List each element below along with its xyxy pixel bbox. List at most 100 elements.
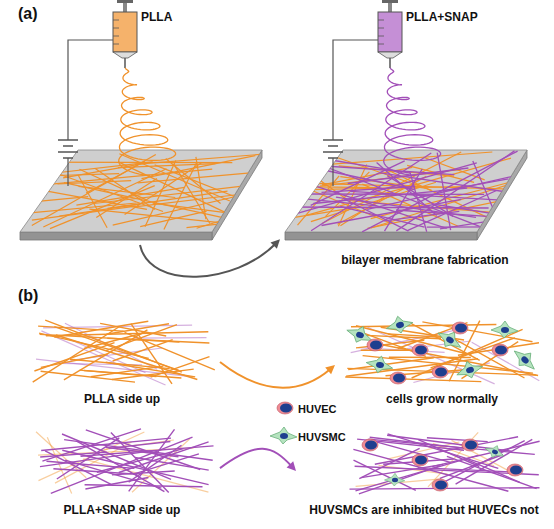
fiber <box>138 172 260 183</box>
battery-symbol <box>58 139 78 141</box>
node-label: PLLA <box>141 10 172 24</box>
cell-body <box>412 454 428 466</box>
cell-nucleus <box>393 373 405 382</box>
fiber <box>77 441 164 491</box>
syringe-tip <box>378 52 402 58</box>
fiber <box>96 179 157 218</box>
syringe-handle <box>382 0 398 3</box>
battery-symbol <box>63 157 73 159</box>
fiber <box>473 161 501 227</box>
endothelial-cell <box>432 366 448 378</box>
flow-arrow <box>220 362 335 388</box>
syringe-ticks <box>113 20 119 44</box>
endothelial-cell <box>412 344 428 356</box>
collector-plate <box>20 150 262 232</box>
endothelial-cell <box>277 402 293 414</box>
cell-body <box>491 321 518 338</box>
fiber <box>134 337 206 339</box>
cell-nucleus <box>392 478 398 483</box>
fiber-mesh <box>345 321 539 382</box>
syringe-handle <box>117 0 133 3</box>
fiber <box>197 209 260 228</box>
fiber-mesh <box>40 429 214 494</box>
fiber <box>38 326 124 331</box>
node-label: cells grow normally <box>386 392 498 406</box>
endothelial-cell <box>412 454 428 466</box>
connector-line <box>220 362 330 388</box>
fiber <box>427 438 488 442</box>
cell-body <box>384 313 414 336</box>
cell-nucleus <box>395 321 404 329</box>
cell-body <box>367 339 383 351</box>
fiber <box>174 164 210 224</box>
cell-body <box>452 322 468 334</box>
cell-body <box>362 439 378 451</box>
flow-arrow <box>140 239 280 276</box>
fiber <box>439 179 509 191</box>
fiber <box>375 437 518 464</box>
cell-nucleus <box>280 433 288 439</box>
fiber <box>64 440 213 461</box>
endothelial-cell <box>432 479 448 491</box>
smooth-muscle-cell <box>483 442 506 461</box>
fiber <box>28 203 137 213</box>
fiber <box>84 371 181 379</box>
cell-nucleus <box>415 345 427 354</box>
cell-nucleus <box>370 340 382 349</box>
fiber <box>45 320 182 372</box>
cell-nucleus <box>465 366 475 374</box>
fiber <box>440 218 512 229</box>
wire <box>333 40 378 140</box>
fiber <box>343 199 408 232</box>
plate-front <box>285 232 477 240</box>
figure-part: cells grow normally <box>335 312 548 418</box>
fiber <box>39 432 145 481</box>
fiber <box>359 448 419 478</box>
cell-body <box>509 344 541 374</box>
syringe-ticks <box>378 20 384 44</box>
cell-nucleus <box>445 335 455 344</box>
syringe-barrel <box>378 12 402 52</box>
cell-body <box>432 479 448 491</box>
battery-symbol <box>328 145 338 147</box>
node-label: PLLA side up <box>84 392 160 406</box>
fiber-mesh <box>33 320 215 384</box>
battery-symbol <box>323 151 343 153</box>
wire <box>67 158 68 186</box>
cell-body <box>492 344 508 356</box>
cell-nucleus <box>495 345 507 354</box>
cell-nucleus <box>465 440 477 449</box>
fiber <box>142 156 256 179</box>
fiber <box>34 343 114 371</box>
fiber <box>322 199 462 225</box>
cell-body <box>385 473 405 486</box>
fiber <box>322 187 416 193</box>
cell-nucleus <box>510 465 522 474</box>
syringe-rod <box>388 3 392 12</box>
figure-part: PLLA side up <box>25 312 220 412</box>
fiber <box>153 203 258 217</box>
fiber <box>86 161 145 193</box>
cell-label: HUVEC <box>298 402 337 416</box>
fiber <box>27 197 88 203</box>
fiber <box>140 211 206 227</box>
fiber-group <box>33 320 540 494</box>
fiber <box>32 155 156 226</box>
cell-nucleus <box>415 455 427 464</box>
cell-nucleus <box>376 361 385 368</box>
cell-nucleus <box>355 331 365 339</box>
electrospun-jet <box>384 68 441 176</box>
fiber <box>297 156 480 227</box>
fiber <box>85 485 203 487</box>
arrow-head <box>271 239 281 249</box>
fiber <box>64 183 223 218</box>
cell-body <box>483 442 506 461</box>
cell-body <box>507 464 523 476</box>
smooth-muscle-cell <box>384 313 414 336</box>
fiber <box>106 362 196 377</box>
fiber-mesh <box>287 152 527 228</box>
fiber <box>125 332 215 370</box>
endothelial-cell <box>390 372 406 384</box>
cell-nucleus <box>365 440 377 449</box>
cell-nucleus <box>520 355 530 365</box>
